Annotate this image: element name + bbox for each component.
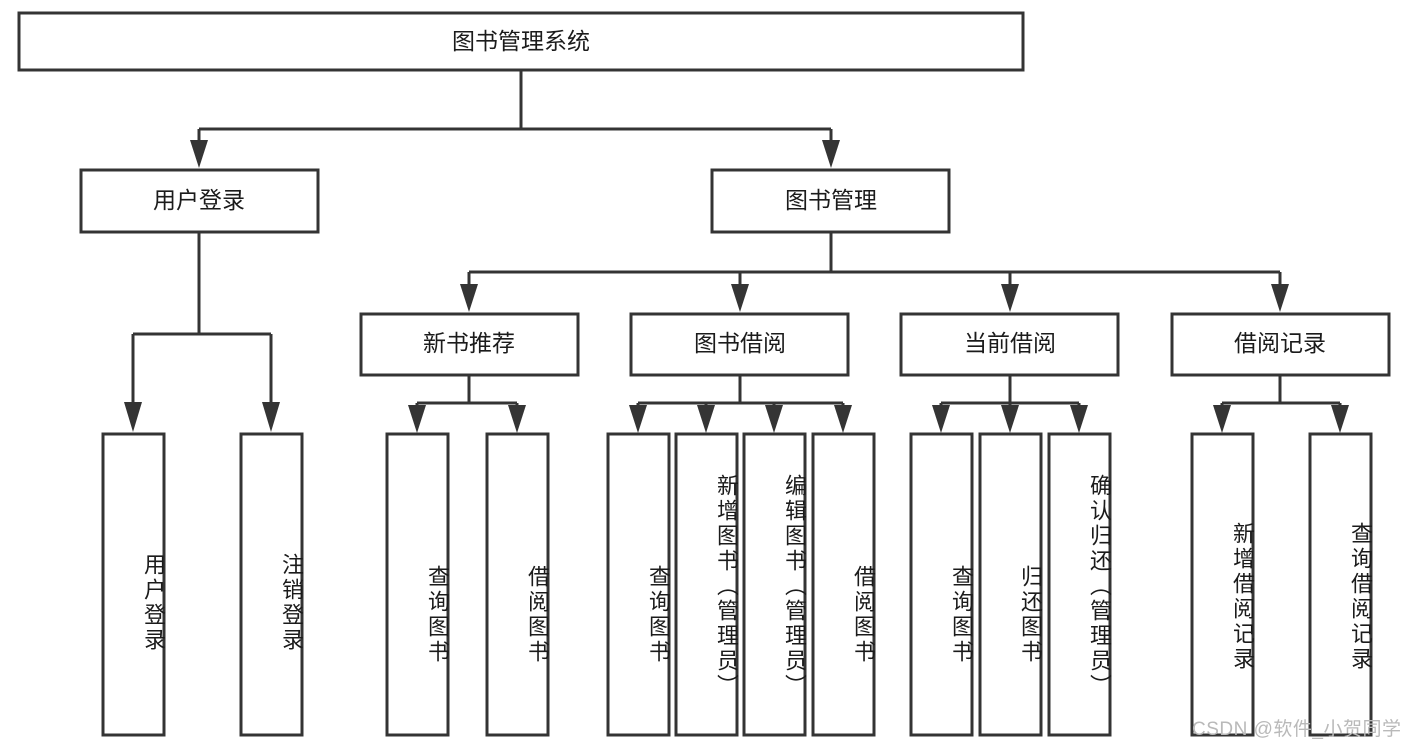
node-borrow-record-label: 借阅记录	[1234, 330, 1326, 356]
arrow-head-book-borrow-leaf-1	[629, 405, 647, 433]
arrow-head-borrow-record-leaf-1	[1213, 405, 1231, 433]
arrow-head-current-borrow-leaf-2	[1001, 405, 1019, 433]
node-current-borrow-box[interactable]	[899, 312, 1120, 377]
node-user-login-label: 用户登录	[153, 187, 245, 213]
leaf-box-user-login-1[interactable]	[101, 432, 166, 737]
leaf-box-book-borrow-2[interactable]	[674, 432, 739, 737]
arrow-head-book-borrow-leaf-2	[697, 405, 715, 433]
node-new-book-recommend[interactable]: 新书推荐	[359, 312, 580, 377]
leaf-box-new-book-1[interactable]	[385, 432, 450, 737]
node-root-box[interactable]	[17, 11, 1025, 72]
watermark-text: CSDN @软件_小贺同学	[1192, 719, 1402, 740]
leaf-box-book-borrow-4[interactable]	[811, 432, 876, 737]
node-book-borrow-box[interactable]	[629, 312, 850, 377]
arrow-head-current-borrow-leaf-3	[1070, 405, 1088, 433]
node-book-manage-box[interactable]	[710, 168, 951, 234]
connector-current-borrow-to-leaves	[932, 375, 1088, 433]
node-new-book-recommend-box[interactable]	[359, 312, 580, 377]
leaf-box-book-borrow-1[interactable]	[606, 432, 671, 737]
node-new-book-recommend-label: 新书推荐	[423, 330, 515, 356]
node-current-borrow[interactable]: 当前借阅	[899, 312, 1120, 377]
arrow-head-to-current-borrow	[1001, 284, 1019, 312]
connector-new-book-to-leaves	[408, 375, 526, 433]
arrow-head-user-login-leaf-2	[262, 402, 280, 432]
leaf-box-current-borrow-1[interactable]	[909, 432, 974, 737]
node-book-manage-label: 图书管理	[785, 187, 877, 213]
node-current-borrow-label: 当前借阅	[964, 330, 1056, 356]
node-book-borrow-label: 图书借阅	[694, 330, 786, 356]
arrow-head-to-borrow-record	[1271, 284, 1289, 312]
connector-root-to-level2	[190, 70, 840, 168]
arrow-head-new-book-leaf-1	[408, 405, 426, 433]
arrow-head-borrow-record-leaf-2	[1331, 405, 1349, 433]
arrow-head-to-user-login	[190, 140, 208, 168]
leaf-box-current-borrow-3[interactable]	[1047, 432, 1112, 737]
node-root[interactable]: 图书管理系统	[17, 11, 1025, 72]
leaf-box-book-borrow-3[interactable]	[742, 432, 807, 737]
arrow-head-to-book-manage	[822, 140, 840, 168]
arrow-head-to-book-borrow	[731, 284, 749, 312]
node-book-borrow[interactable]: 图书借阅	[629, 312, 850, 377]
connector-book-manage-to-level3	[460, 232, 1289, 312]
node-root-label: 图书管理系统	[452, 28, 590, 54]
connector-user-login-to-leaves	[124, 232, 280, 432]
leaf-box-borrow-record-2[interactable]	[1308, 432, 1373, 737]
arrow-head-current-borrow-leaf-1	[932, 405, 950, 433]
arrow-head-user-login-leaf-1	[124, 402, 142, 432]
connector-borrow-record-to-leaves	[1213, 375, 1349, 433]
node-borrow-record-box[interactable]	[1170, 312, 1391, 377]
node-book-manage[interactable]: 图书管理	[710, 168, 951, 234]
leaf-box-borrow-record-1[interactable]	[1190, 432, 1255, 737]
node-borrow-record[interactable]: 借阅记录	[1170, 312, 1391, 377]
arrow-head-book-borrow-leaf-3	[765, 405, 783, 433]
connector-book-borrow-to-leaves	[629, 375, 852, 433]
arrow-head-book-borrow-leaf-4	[834, 405, 852, 433]
arrow-head-new-book-leaf-2	[508, 405, 526, 433]
leaf-box-current-borrow-2[interactable]	[978, 432, 1043, 737]
leaf-box-user-login-2[interactable]	[239, 432, 304, 737]
leaf-box-new-book-2[interactable]	[485, 432, 550, 737]
arrow-head-to-new-book	[460, 284, 478, 312]
node-user-login[interactable]: 用户登录	[79, 168, 320, 234]
